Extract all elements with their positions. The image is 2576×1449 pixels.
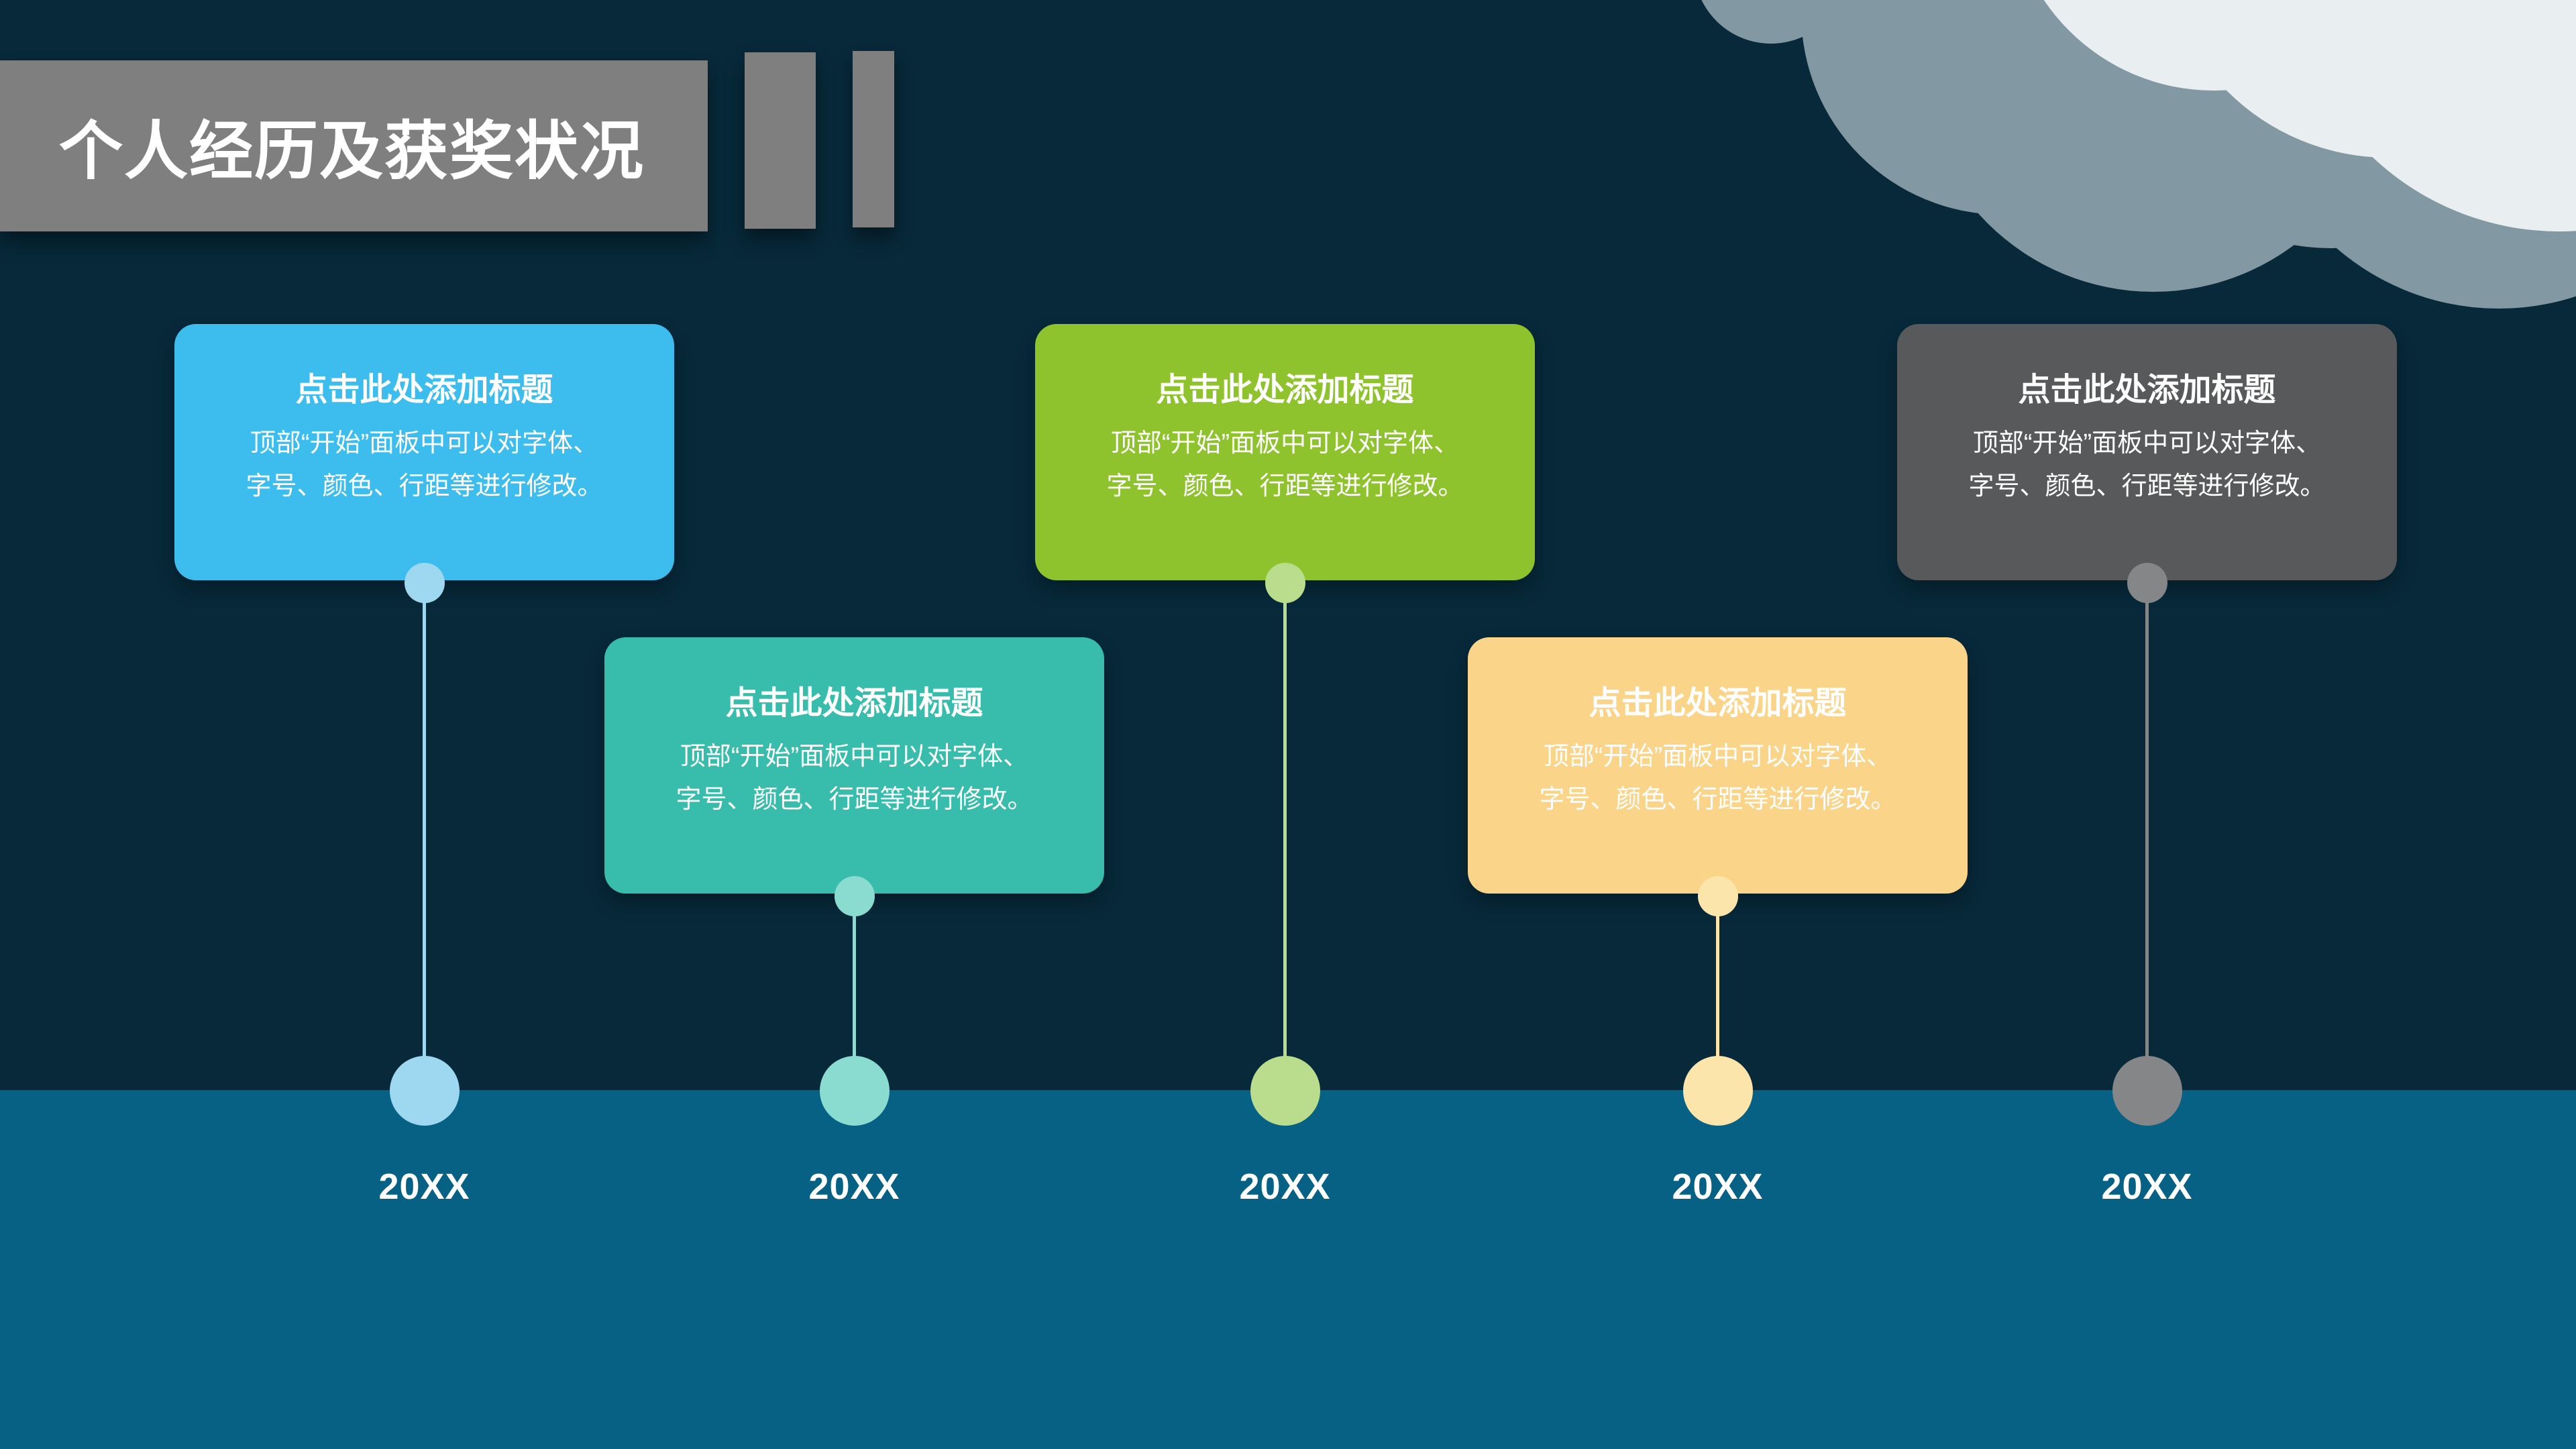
timeline-year-label: 20XX <box>808 1167 900 1207</box>
cloud-back-shape <box>1701 0 2576 309</box>
timeline-card[interactable]: 点击此处添加标题 顶部“开始”面板中可以对字体、字号、颜色、行距等进行修改。 <box>1035 324 1535 580</box>
timeline-stem <box>1716 896 1719 1059</box>
ground-strip <box>0 1090 2576 1449</box>
timeline-year-label: 20XX <box>1239 1167 1331 1207</box>
timeline-stem <box>423 583 426 1059</box>
timeline-year-label: 20XX <box>1672 1167 1764 1207</box>
slide-title: 个人经历及获奖状况 <box>59 116 645 187</box>
card-body[interactable]: 顶部“开始”面板中可以对字体、字号、颜色、行距等进行修改。 <box>1539 743 1896 814</box>
card-body[interactable]: 顶部“开始”面板中可以对字体、字号、颜色、行距等进行修改。 <box>676 743 1033 814</box>
timeline-stem <box>2145 583 2149 1059</box>
timeline-year-label: 20XX <box>2101 1167 2193 1207</box>
timeline-node-circle <box>2112 1056 2182 1126</box>
card-title[interactable]: 点击此处添加标题 <box>1156 372 1414 408</box>
timeline-card[interactable]: 点击此处添加标题 顶部“开始”面板中可以对字体、字号、颜色、行距等进行修改。 <box>174 324 674 580</box>
title-banner: 个人经历及获奖状况 <box>0 60 708 231</box>
card-body[interactable]: 顶部“开始”面板中可以对字体、字号、颜色、行距等进行修改。 <box>1106 429 1464 500</box>
timeline-node-circle <box>1250 1056 1320 1126</box>
timeline-stem <box>1283 583 1287 1059</box>
timeline-node-circle <box>819 1056 890 1126</box>
card-title[interactable]: 点击此处添加标题 <box>725 686 983 721</box>
timeline-stem <box>853 896 856 1059</box>
card-title[interactable]: 点击此处添加标题 <box>1589 686 1847 721</box>
timeline-year-label: 20XX <box>378 1167 470 1207</box>
banner-accent-bar-1 <box>745 52 816 229</box>
card-body[interactable]: 顶部“开始”面板中可以对字体、字号、颜色、行距等进行修改。 <box>1968 429 2326 500</box>
cloud-front-shape <box>2043 0 2576 231</box>
card-body[interactable]: 顶部“开始”面板中可以对字体、字号、颜色、行距等进行修改。 <box>246 429 603 500</box>
timeline-card[interactable]: 点击此处添加标题 顶部“开始”面板中可以对字体、字号、颜色、行距等进行修改。 <box>604 637 1104 894</box>
timeline-node-circle <box>389 1056 460 1126</box>
timeline-card[interactable]: 点击此处添加标题 顶部“开始”面板中可以对字体、字号、颜色、行距等进行修改。 <box>1897 324 2397 580</box>
card-title[interactable]: 点击此处添加标题 <box>295 372 553 408</box>
card-title[interactable]: 点击此处添加标题 <box>2018 372 2276 408</box>
timeline-card[interactable]: 点击此处添加标题 顶部“开始”面板中可以对字体、字号、颜色、行距等进行修改。 <box>1468 637 1968 894</box>
banner-accent-bar-2 <box>853 51 894 227</box>
timeline-node-circle <box>1682 1056 1753 1126</box>
